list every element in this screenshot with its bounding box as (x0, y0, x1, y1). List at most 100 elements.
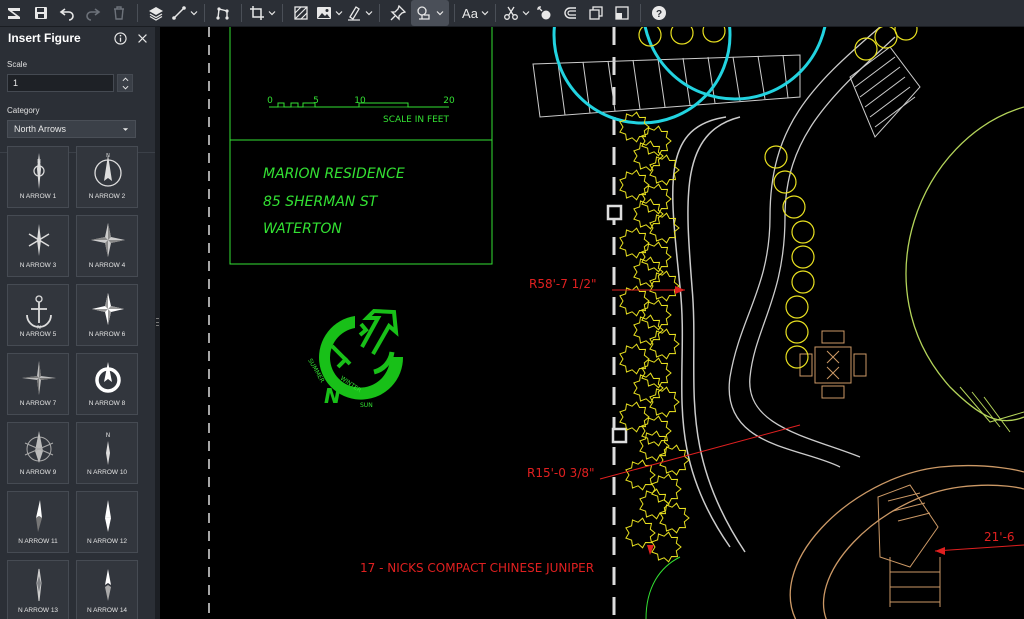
chevron-down-icon[interactable] (334, 0, 344, 26)
bed-edge (646, 557, 680, 619)
drawing-canvas[interactable]: 0 5 10 20 SCALE IN FEET MARION RESIDENCE… (160, 27, 1024, 619)
chevron-down-icon[interactable] (521, 0, 531, 26)
crop-square-icon[interactable] (609, 0, 635, 26)
panel-title: Insert Figure (8, 31, 105, 45)
arc-icon[interactable] (557, 0, 583, 26)
tile-label: N ARROW 12 (77, 538, 137, 545)
help-icon[interactable]: ? (646, 0, 672, 26)
figure-grid: N N ARROW 1 N N ARROW 2 N ARROW 3 N ARRO… (7, 146, 147, 619)
north-arrow-11-icon (19, 496, 59, 536)
scissors-icon[interactable] (501, 0, 521, 26)
path-edge (688, 117, 745, 552)
delete-icon[interactable] (106, 0, 132, 26)
toolbar-separator (241, 4, 242, 22)
chevron-down-icon[interactable] (189, 0, 199, 26)
image-icon[interactable] (314, 0, 334, 26)
chevron-down-icon[interactable] (267, 0, 277, 26)
shrub-symbol (774, 171, 796, 193)
juniper-symbol (652, 532, 681, 562)
juniper-symbol (642, 126, 671, 156)
figure-tile[interactable]: N N ARROW 1 (7, 146, 69, 208)
figure-tile[interactable]: N N ARROW 10 (76, 422, 138, 484)
figure-tile[interactable]: N ARROW 7 (7, 353, 69, 415)
undo-icon[interactable] (54, 0, 80, 26)
north-arrow-9-icon (19, 427, 59, 467)
tree-canopy (554, 27, 730, 123)
tile-label: N ARROW 11 (8, 538, 68, 545)
arrowhead-icon (935, 547, 945, 555)
north-arrow-3-icon (19, 220, 59, 260)
polyline-icon[interactable] (210, 0, 236, 26)
shrub-symbol (855, 38, 877, 60)
tile-label: N ARROW 4 (77, 262, 137, 269)
figure-tile[interactable]: N ARROW 12 (76, 491, 138, 553)
north-arrow-10-icon: N (88, 427, 128, 467)
shrub-symbol (786, 321, 808, 343)
shrub-symbol (895, 27, 917, 40)
compass-sun-label: SUN (360, 402, 373, 409)
figure-tile[interactable]: N N ARROW 5 (7, 284, 69, 346)
chevron-down-icon[interactable] (480, 0, 490, 26)
juniper-symbol (620, 228, 649, 258)
figure-tile[interactable]: N ARROW 6 (76, 284, 138, 346)
marker-square (608, 206, 621, 219)
tile-label: N ARROW 5 (8, 331, 68, 338)
figure-tile[interactable]: N ARROW 4 (76, 215, 138, 277)
path-edge (673, 117, 730, 547)
figure-tile[interactable]: N ARROW 8 (76, 353, 138, 415)
layers-icon[interactable] (143, 0, 169, 26)
toolbar-separator (204, 4, 205, 22)
figure-tile[interactable]: N ARROW 3 (7, 215, 69, 277)
north-arrow-14-icon (88, 565, 128, 605)
tree-canopy (643, 27, 827, 99)
tile-label: N ARROW 1 (8, 193, 68, 200)
figure-tile[interactable]: N ARROW 11 (7, 491, 69, 553)
category-select[interactable]: North Arrows (7, 120, 136, 138)
text-button[interactable]: Aa (460, 0, 480, 26)
tile-label: N ARROW 3 (8, 262, 68, 269)
juniper-symbol (650, 329, 679, 359)
close-icon[interactable] (135, 31, 149, 45)
title-line-1: MARION RESIDENCE (263, 166, 405, 182)
chevron-down-icon[interactable] (122, 85, 129, 90)
svg-text:N: N (37, 159, 41, 165)
redo-icon[interactable] (80, 0, 106, 26)
chevron-down-icon[interactable] (364, 0, 374, 26)
save-icon[interactable] (28, 0, 54, 26)
hatch-icon[interactable] (288, 0, 314, 26)
lawn-steps (960, 387, 1024, 432)
figure-tile[interactable]: N ARROW 14 (76, 560, 138, 619)
magic-icon[interactable] (531, 0, 557, 26)
line-icon[interactable] (169, 0, 189, 26)
shrub-symbol (792, 246, 814, 268)
lower-stairs (878, 485, 940, 607)
copy-icon[interactable] (583, 0, 609, 26)
figure-tile[interactable]: N N ARROW 2 (76, 146, 138, 208)
scale-stepper[interactable] (117, 74, 133, 92)
grip-icon[interactable] (156, 318, 159, 326)
figure-tile[interactable]: N ARROW 13 (7, 560, 69, 619)
logo-icon[interactable] (0, 0, 28, 26)
crop-icon[interactable] (247, 0, 267, 26)
path-edge (729, 27, 880, 467)
toolbar-separator (379, 4, 380, 22)
scale-input[interactable]: 1 (7, 74, 114, 92)
juniper-symbol (626, 518, 655, 548)
north-arrow-4-icon (88, 220, 128, 260)
compass-north-letter: N (324, 384, 341, 408)
figure-tile[interactable]: N ARROW 9 (7, 422, 69, 484)
pen-icon[interactable] (344, 0, 364, 26)
panel-header: Insert Figure (0, 29, 155, 47)
info-icon[interactable] (113, 31, 127, 45)
juniper-symbol (620, 112, 649, 142)
insert-figure-icon[interactable] (411, 0, 449, 26)
tile-label: N ARROW 14 (77, 607, 137, 614)
insert-figure-panel: Insert Figure Scale 1 Category North Arr… (0, 27, 155, 619)
north-arrow-2-icon: N (88, 151, 128, 191)
chevron-up-icon[interactable] (122, 77, 129, 82)
tile-label: N ARROW 2 (77, 193, 137, 200)
pin-icon[interactable] (385, 0, 411, 26)
juniper-symbol (620, 170, 649, 200)
north-arrow-5-icon: N (19, 289, 59, 329)
